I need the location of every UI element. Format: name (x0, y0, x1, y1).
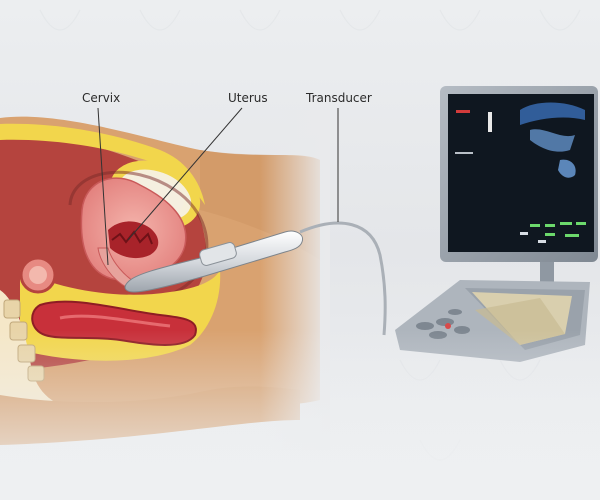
ultrasound-monitor-icon (440, 86, 598, 282)
transducer-label: Transducer (306, 91, 372, 105)
leader-lines (97, 107, 339, 266)
uterus-leader-line (127, 107, 243, 241)
cervix-leader-line (97, 107, 109, 266)
uterus-label: Uterus (228, 91, 268, 105)
endometrium (108, 221, 159, 259)
transducer-probe-icon (124, 221, 387, 336)
cervix-label: Cervix (82, 91, 121, 105)
transducer-cable (299, 221, 387, 336)
